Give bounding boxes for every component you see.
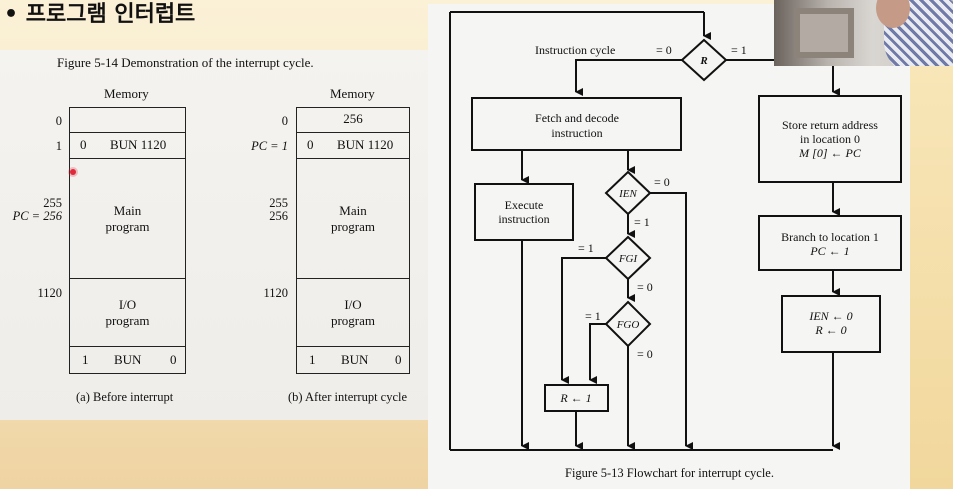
io-text-b-1: I/O: [344, 297, 362, 312]
memory-label-b: Memory: [330, 86, 375, 101]
fgo-eq1-label: = 1: [585, 309, 601, 323]
fgi-eq1-label: = 1: [578, 241, 594, 255]
last-row-b-2: BUN: [341, 352, 369, 367]
store-text-2: in location 0: [800, 132, 860, 146]
main-text-a-1: Main: [113, 203, 142, 218]
r-decision: [680, 38, 728, 82]
fetch-text-1: Fetch and decode: [535, 111, 619, 125]
cursor-pointer: [70, 169, 76, 175]
fgo-text: FGO: [616, 319, 640, 331]
r-text: R: [699, 55, 707, 67]
main-text-b-1: Main: [339, 203, 367, 218]
last-row-b-3: 0: [395, 352, 402, 367]
fgi-text: FGI: [618, 253, 639, 265]
figure-5-14-caption: Figure 5-14 Demonstration of the interru…: [57, 55, 314, 70]
execute-text-2: instruction: [498, 212, 549, 226]
flow-fgi-one: [561, 257, 606, 384]
webcam-overlay: [774, 0, 953, 66]
last-row-a-1: 1: [82, 352, 89, 367]
r-eq0-label: = 0: [656, 43, 672, 57]
r-set-text: R ← 1: [559, 391, 591, 405]
io-program-b: I/O program: [297, 278, 409, 346]
instruction-cycle-label: Instruction cycle: [535, 43, 615, 57]
figure-5-13-caption: Figure 5-13 Flowchart for interrupt cycl…: [565, 466, 774, 480]
clear-box: [781, 295, 881, 353]
bun-row-instr-a: BUN 1120: [110, 137, 167, 152]
io-program-a: I/O program: [70, 278, 185, 346]
io-text-a-1: I/O: [118, 297, 137, 312]
fgi-eq0-label: = 0: [637, 280, 653, 294]
store-text-3: M [0] ← PC: [798, 146, 862, 160]
main-program-b: Main program: [297, 158, 409, 278]
row-label-256-b: 256: [269, 209, 288, 223]
store-text-1: Store return address: [782, 118, 878, 132]
memory-label-a: Memory: [104, 86, 149, 101]
execute-box: [474, 183, 574, 241]
webcam-background-shelf-inner: [800, 14, 848, 52]
last-row-a-3: 0: [170, 352, 177, 367]
ien-text: IEN: [618, 188, 637, 200]
top-row-b: 256: [343, 111, 363, 126]
row-label-255-a: 255: [43, 196, 62, 210]
bun-row-instr-b: BUN 1120: [337, 137, 394, 152]
ien-eq0-label: = 0: [654, 175, 670, 189]
branch-box: [758, 215, 902, 271]
memory-box-b: 256 0 BUN 1120 Main program I/O program …: [296, 107, 410, 374]
last-row-b-1: 1: [309, 352, 316, 367]
page-margin: [910, 66, 953, 489]
execute-text-1: Execute: [505, 198, 544, 212]
row-label-1-a: 1: [55, 139, 62, 153]
row-label-1120-a: 1120: [37, 286, 62, 300]
ien-eq1-label: = 1: [634, 215, 650, 229]
row-label-pc-a: PC = 256: [12, 209, 62, 223]
main-program-a: Main program: [70, 158, 185, 278]
r-eq1-label: = 1: [731, 43, 747, 57]
fetch-text-2: instruction: [551, 126, 602, 140]
io-text-b-2: program: [330, 313, 376, 328]
flow-ien-zero: [650, 192, 693, 450]
bun-row-b: 0 BUN 1120: [297, 132, 409, 158]
memory-box-a: 0 BUN 1120 Main program I/O program 1 BU…: [69, 107, 186, 374]
caption-a: (a) Before interrupt: [76, 390, 174, 404]
clear-text-1: IEN ← 0: [808, 309, 852, 323]
row-label-1120-b: 1120: [263, 286, 288, 300]
row-label-pc-b: PC = 1: [251, 139, 288, 153]
last-row-a: 1 BUN 0: [70, 346, 185, 373]
caption-b: (b) After interrupt cycle: [288, 390, 408, 404]
store-box: [758, 95, 902, 183]
fetch-box: [471, 97, 682, 151]
row-label-0-a: 0: [55, 114, 62, 128]
fgo-eq0-label: = 0: [637, 347, 653, 361]
clear-text-2: R ← 0: [814, 323, 846, 337]
slide-heading: • 프로그램 인터럽트: [4, 2, 196, 27]
last-row-a-2: BUN: [114, 352, 142, 367]
last-row-b: 1 BUN 0: [297, 346, 409, 373]
bun-row-a: 0 BUN 1120: [70, 132, 185, 158]
main-text-b-2: program: [330, 219, 376, 234]
row-label-0-b: 0: [281, 114, 288, 128]
io-text-a-2: program: [105, 313, 150, 328]
figure-5-14-page: [0, 50, 428, 420]
bun-row-addr-a: 0: [80, 137, 87, 152]
branch-text-1: Branch to location 1: [781, 230, 879, 244]
main-text-a-2: program: [105, 219, 150, 234]
bun-row-addr-b: 0: [307, 137, 314, 152]
branch-text-2: PC ← 1: [809, 244, 849, 258]
row-label-255-b: 255: [269, 196, 288, 210]
flow-r-zero: [575, 59, 682, 96]
flow-fgo-one: [589, 323, 606, 384]
